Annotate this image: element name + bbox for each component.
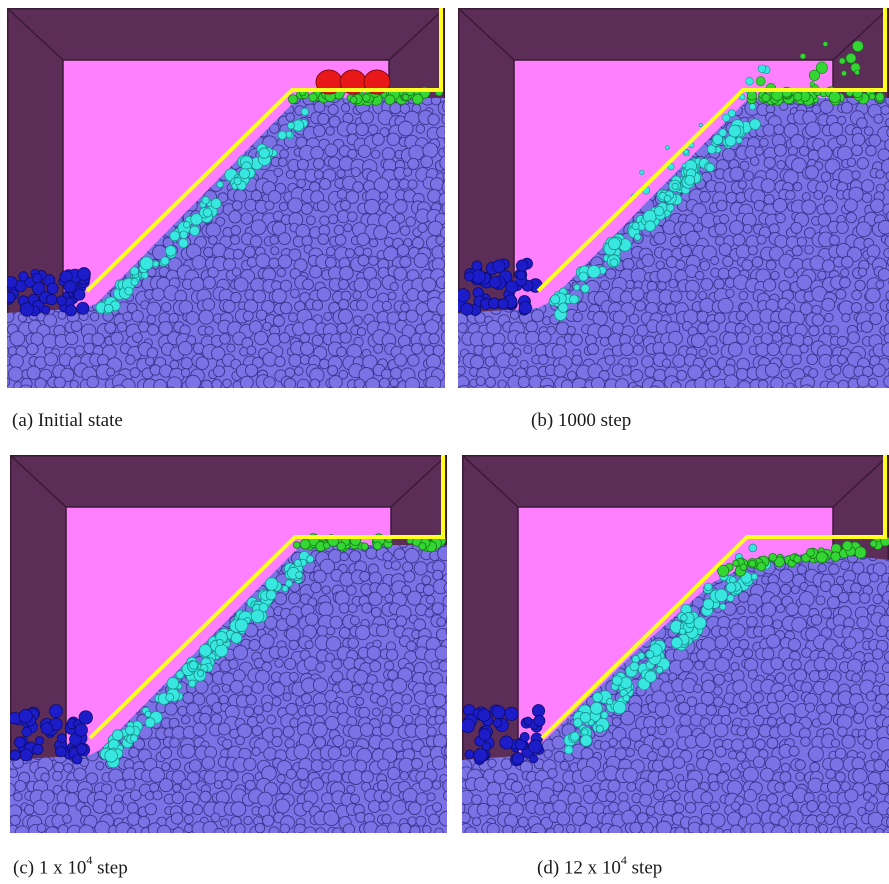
slope-face-particles bbox=[99, 550, 315, 769]
initial-slope-line bbox=[540, 455, 887, 740]
initial-slope-line bbox=[85, 8, 443, 293]
toe-particles bbox=[10, 704, 93, 765]
toe-particles bbox=[458, 257, 543, 316]
simulation-image-1000-step bbox=[458, 8, 889, 388]
initial-slope-line bbox=[88, 455, 445, 740]
caption-b: (b) 1000 step bbox=[531, 410, 632, 431]
panel-1e4-step bbox=[10, 455, 447, 833]
panel-1000-step bbox=[458, 8, 889, 388]
simulation-image-1e4-step bbox=[10, 455, 447, 833]
initial-slope-line bbox=[536, 8, 887, 293]
caption-a: (a) Initial state bbox=[12, 410, 123, 431]
crest-particles bbox=[717, 536, 889, 577]
toe-particles bbox=[7, 267, 91, 317]
toe-particles bbox=[462, 704, 546, 767]
panel-initial-state bbox=[7, 8, 445, 388]
slope-face-particles bbox=[548, 64, 771, 321]
slope-face-particles bbox=[95, 107, 309, 315]
simulation-image-12e4-step bbox=[462, 455, 889, 833]
caption-d: (d) 12 x 104 step bbox=[537, 853, 663, 879]
simulation-image-initial bbox=[7, 8, 445, 388]
caption-c: (c) 1 x 104 step bbox=[13, 853, 128, 879]
panel-12e4-step bbox=[462, 455, 889, 833]
